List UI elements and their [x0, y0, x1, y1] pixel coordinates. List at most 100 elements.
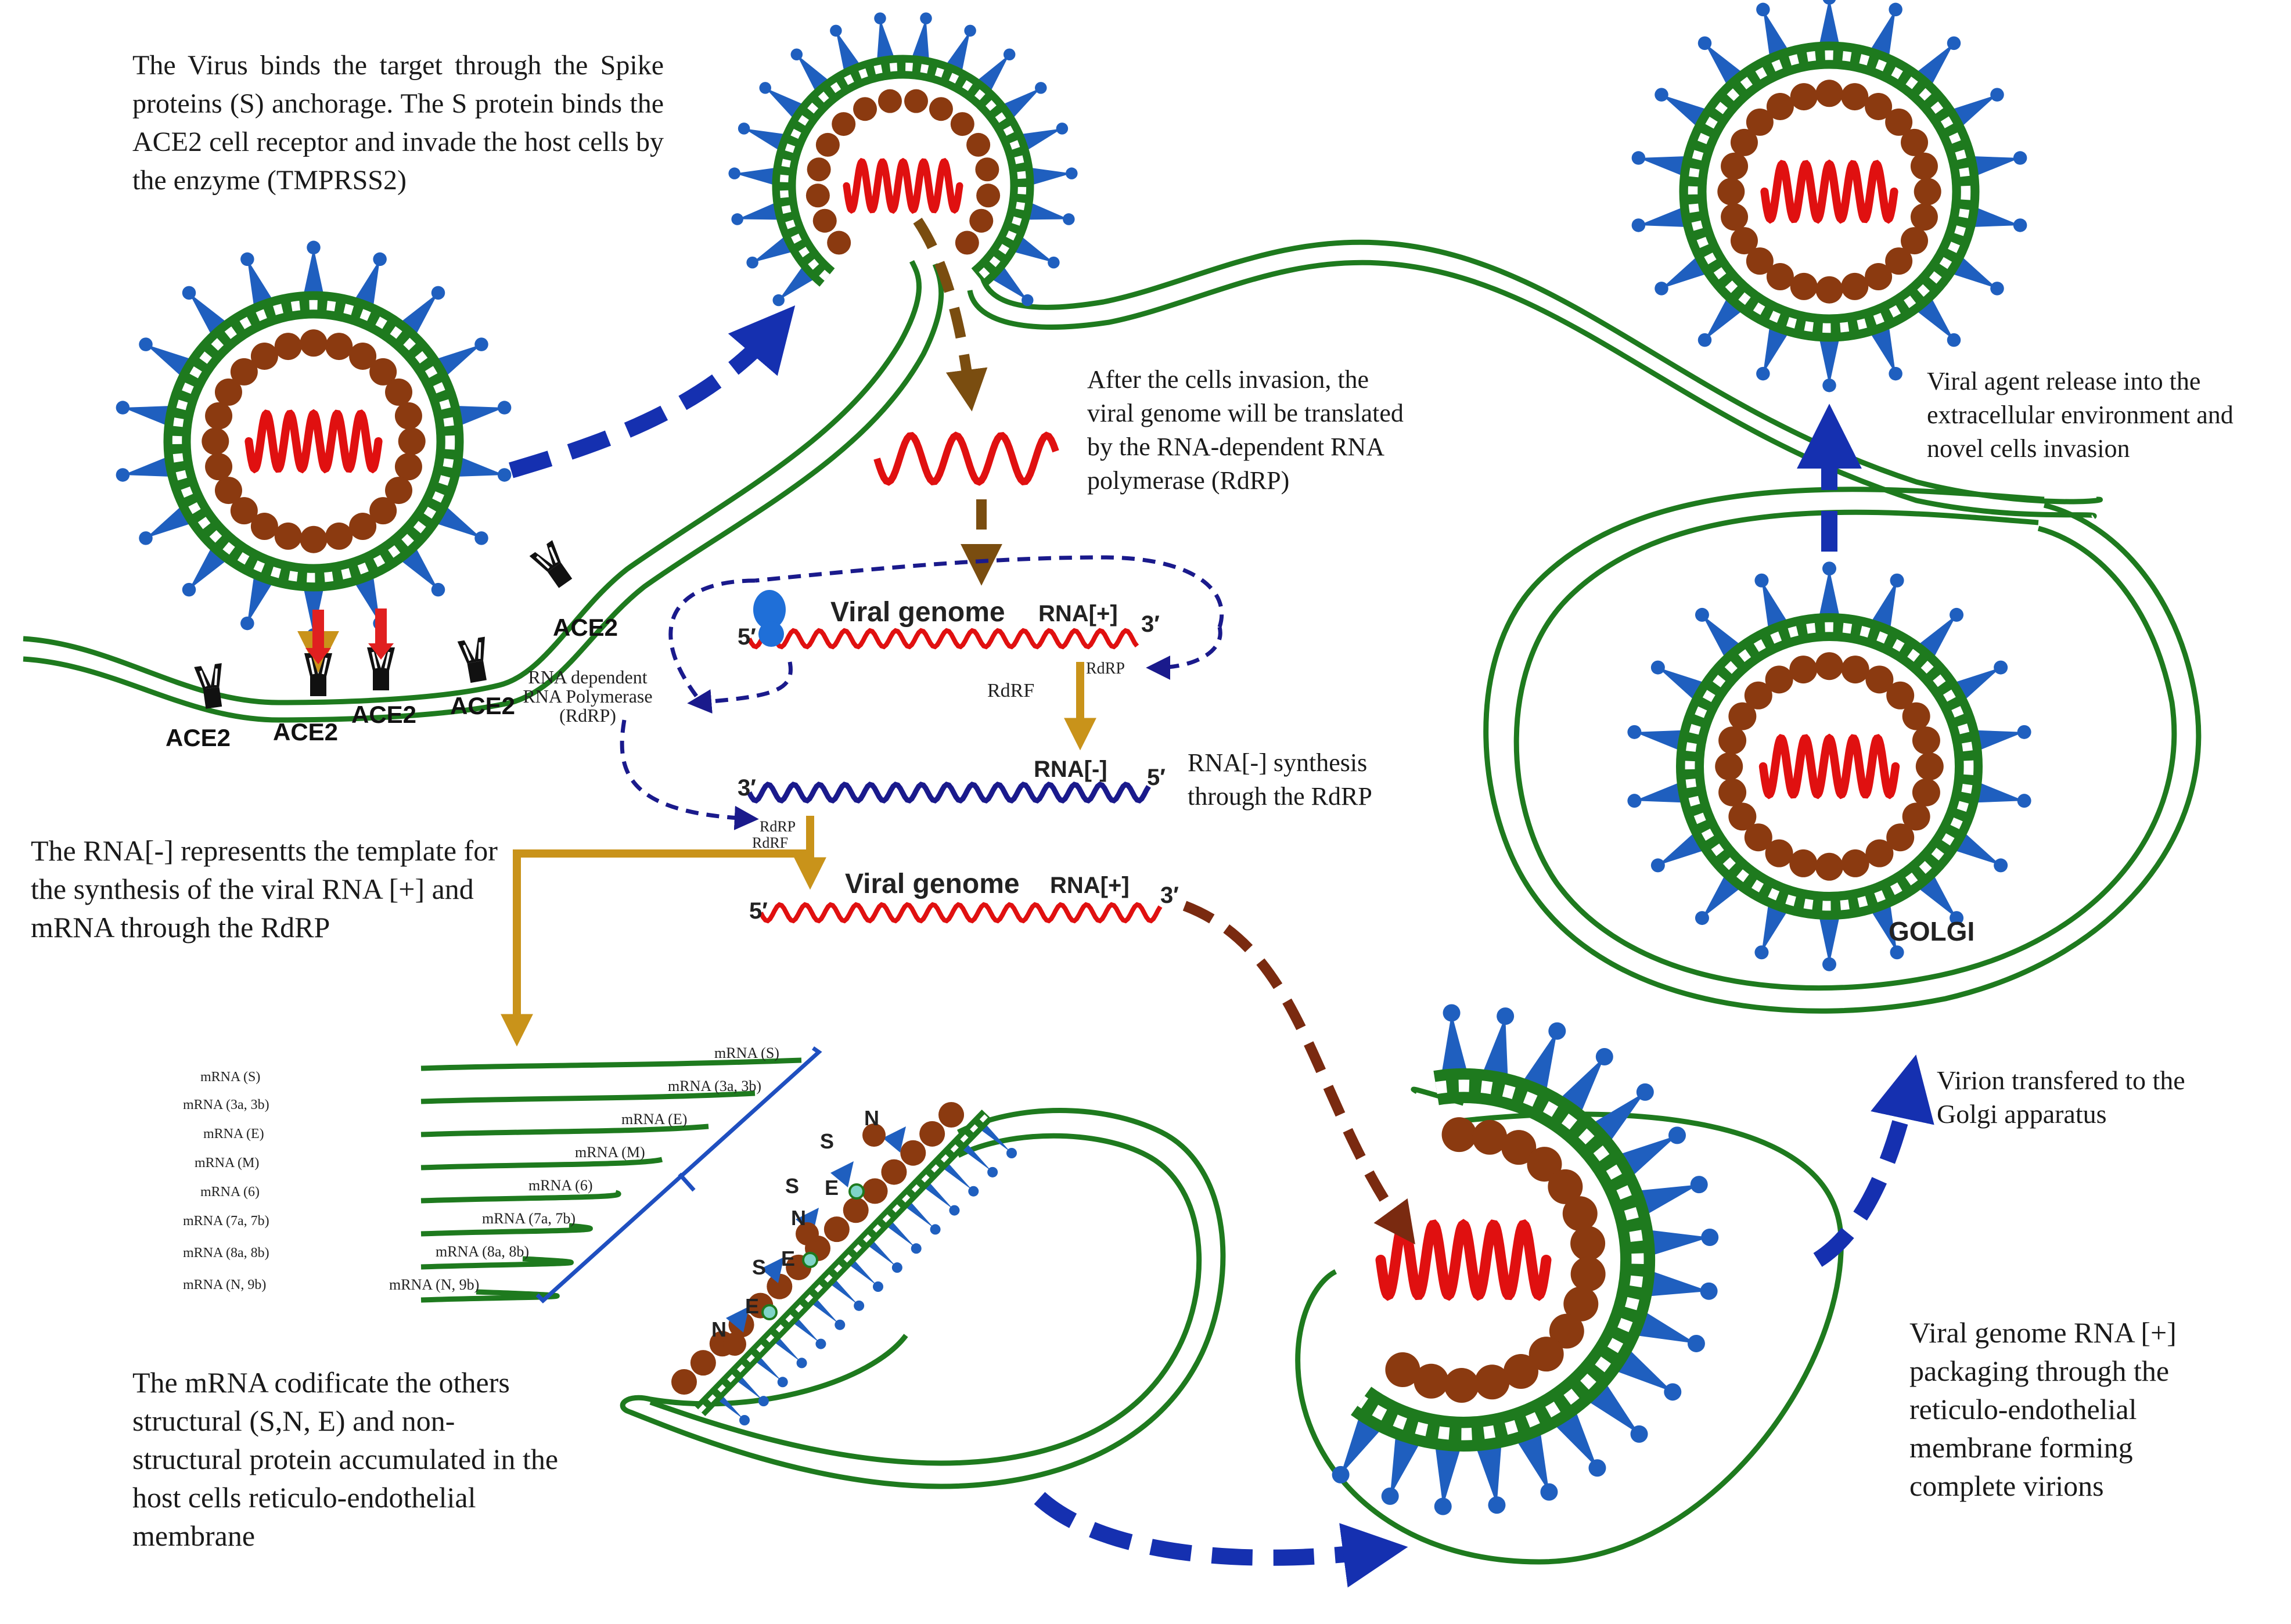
- label-protein-s-3: S: [752, 1255, 766, 1279]
- ace2-receptor: [194, 663, 222, 709]
- mrna-list-item: mRNA (3a, 3b): [183, 1097, 269, 1112]
- spike-tip: [1695, 911, 1709, 926]
- mrna-list-item: mRNA (E): [203, 1126, 264, 1142]
- nucleocapsid-protein: [205, 402, 233, 430]
- label-3prime-3: 3′: [1160, 883, 1179, 908]
- nucleocapsid-protein: [202, 427, 229, 455]
- nucleocapsid-protein: [274, 333, 302, 361]
- label-rna-plus-1: RNA[+]: [1038, 601, 1118, 626]
- spike-tip: [746, 256, 758, 269]
- spike-tip: [1756, 2, 1770, 17]
- n-protein-bead: [823, 1216, 850, 1243]
- nucleocapsid-protein: [369, 497, 397, 525]
- spike-tip: [1003, 48, 1016, 61]
- nucleocapsid-protein: [1902, 802, 1930, 831]
- spike-tip: [930, 1224, 941, 1235]
- label-protein-n-3: N: [711, 1317, 726, 1341]
- spike-tip: [139, 337, 153, 351]
- nucleocapsid-protein: [1912, 778, 1940, 806]
- label-rna-plus-2: RNA[+]: [1050, 873, 1130, 898]
- spike-tip: [772, 294, 785, 307]
- er-protein-assembly: [671, 1102, 1017, 1425]
- nucleocapsid-protein: [1886, 823, 1915, 852]
- spike-protein: [1817, 568, 1842, 627]
- label-protein-n-2: N: [791, 1206, 806, 1230]
- nucleocapsid-protein: [274, 522, 302, 550]
- mrna-transcript-label: mRNA (8a, 8b): [436, 1243, 529, 1260]
- nucleocapsid-protein: [1744, 681, 1772, 710]
- nucleocapsid-protein: [1548, 1169, 1583, 1204]
- spike-tip: [2017, 794, 2031, 808]
- nucleocapsid-protein: [1444, 1367, 1479, 1403]
- arrow-to-golgi: [1813, 1054, 1934, 1267]
- nucleocapsid-protein: [385, 477, 413, 505]
- nucleocapsid-protein: [1766, 92, 1794, 120]
- spike-tip: [1822, 378, 1836, 393]
- nucleocapsid-protein: [1765, 839, 1793, 867]
- nucleocapsid-protein: [1865, 839, 1894, 867]
- spike-tip: [759, 82, 771, 94]
- nucleocapsid-protein: [1914, 178, 1941, 206]
- rdrp-loop-left: [687, 661, 793, 714]
- rdrp-loop-right: [1146, 626, 1222, 680]
- nucleocapsid-protein: [230, 497, 258, 525]
- nucleocapsid-protein: [1718, 726, 1747, 755]
- mrna-transcript-label: mRNA (S): [714, 1045, 779, 1061]
- spike-tip: [1754, 945, 1769, 960]
- spike-tip: [1022, 294, 1034, 307]
- free-n-protein: [862, 1124, 886, 1147]
- spike-protein: [941, 1158, 973, 1190]
- label-protein-n-1: N: [864, 1106, 879, 1130]
- spike-tip: [739, 1415, 750, 1425]
- mrna-list-item: mRNA (7a, 7b): [183, 1214, 269, 1229]
- spike-tip: [1006, 1148, 1017, 1158]
- n-protein-bead: [843, 1197, 869, 1223]
- nucleocapsid-protein: [969, 208, 994, 233]
- spike-tip: [1697, 333, 1712, 347]
- spike-tip: [182, 286, 196, 300]
- spike-tip: [854, 1300, 865, 1311]
- spike-tip: [790, 48, 803, 61]
- spike-tip: [796, 1357, 807, 1369]
- spike-tip: [1595, 1047, 1613, 1065]
- note-packaging: Viral genome RNA [+] packaging through t…: [1909, 1316, 2177, 1502]
- mrna-transcript-label: mRNA (7a, 7b): [482, 1210, 576, 1227]
- nucleocapsid-protein: [394, 453, 422, 481]
- nucleocapsid-protein: [385, 378, 413, 406]
- mrna-transcript-label: mRNA (N, 9b): [389, 1276, 479, 1293]
- spike-tip: [835, 1319, 846, 1330]
- mrna-transcript: [420, 1256, 574, 1270]
- nucleocapsid-protein: [950, 112, 974, 136]
- spike-tip: [1687, 1334, 1705, 1352]
- spike-tip: [777, 1377, 788, 1388]
- spike-tip: [240, 616, 254, 631]
- nucleocapsid-protein: [1865, 665, 1894, 694]
- spike-tip: [1889, 366, 1902, 381]
- note-mrna-codify: The mRNA codificate the others structura…: [132, 1366, 559, 1552]
- nucleocapsid-protein: [1790, 272, 1818, 300]
- label-ace2-3: ACE2: [351, 701, 416, 728]
- spike-tip: [497, 468, 512, 482]
- label-rdrp-1: RdRP: [1086, 660, 1125, 678]
- spike-protein: [1817, 328, 1842, 386]
- envelope-lipids: [172, 300, 455, 583]
- nucleocapsid-protein: [214, 378, 242, 406]
- free-n-protein: [941, 1103, 964, 1126]
- nucleocapsid-protein: [1865, 263, 1893, 291]
- note-virus-binding: The Virus binds the target through the S…: [132, 50, 664, 196]
- spike-tip: [1035, 82, 1047, 94]
- nucleocapsid-protein: [1901, 227, 1929, 255]
- nucleocapsid-protein: [1789, 656, 1818, 684]
- nucleocapsid-protein: [1549, 1313, 1584, 1349]
- spike-tip: [1066, 167, 1078, 179]
- ace2-receptor: [304, 653, 332, 696]
- n-protein-bead: [671, 1369, 697, 1395]
- spike-tip: [874, 12, 886, 24]
- nucleocapsid-protein: [827, 231, 851, 255]
- nucleocapsid-protein: [1570, 1226, 1606, 1261]
- mrna-transcript-label: mRNA (M): [575, 1144, 645, 1161]
- spike-tip: [738, 123, 750, 135]
- label-rdrp-polymerase-2: RNA Polymerase: [523, 686, 652, 707]
- spike-tip: [1947, 333, 1961, 347]
- spike-tip: [1690, 1176, 1708, 1194]
